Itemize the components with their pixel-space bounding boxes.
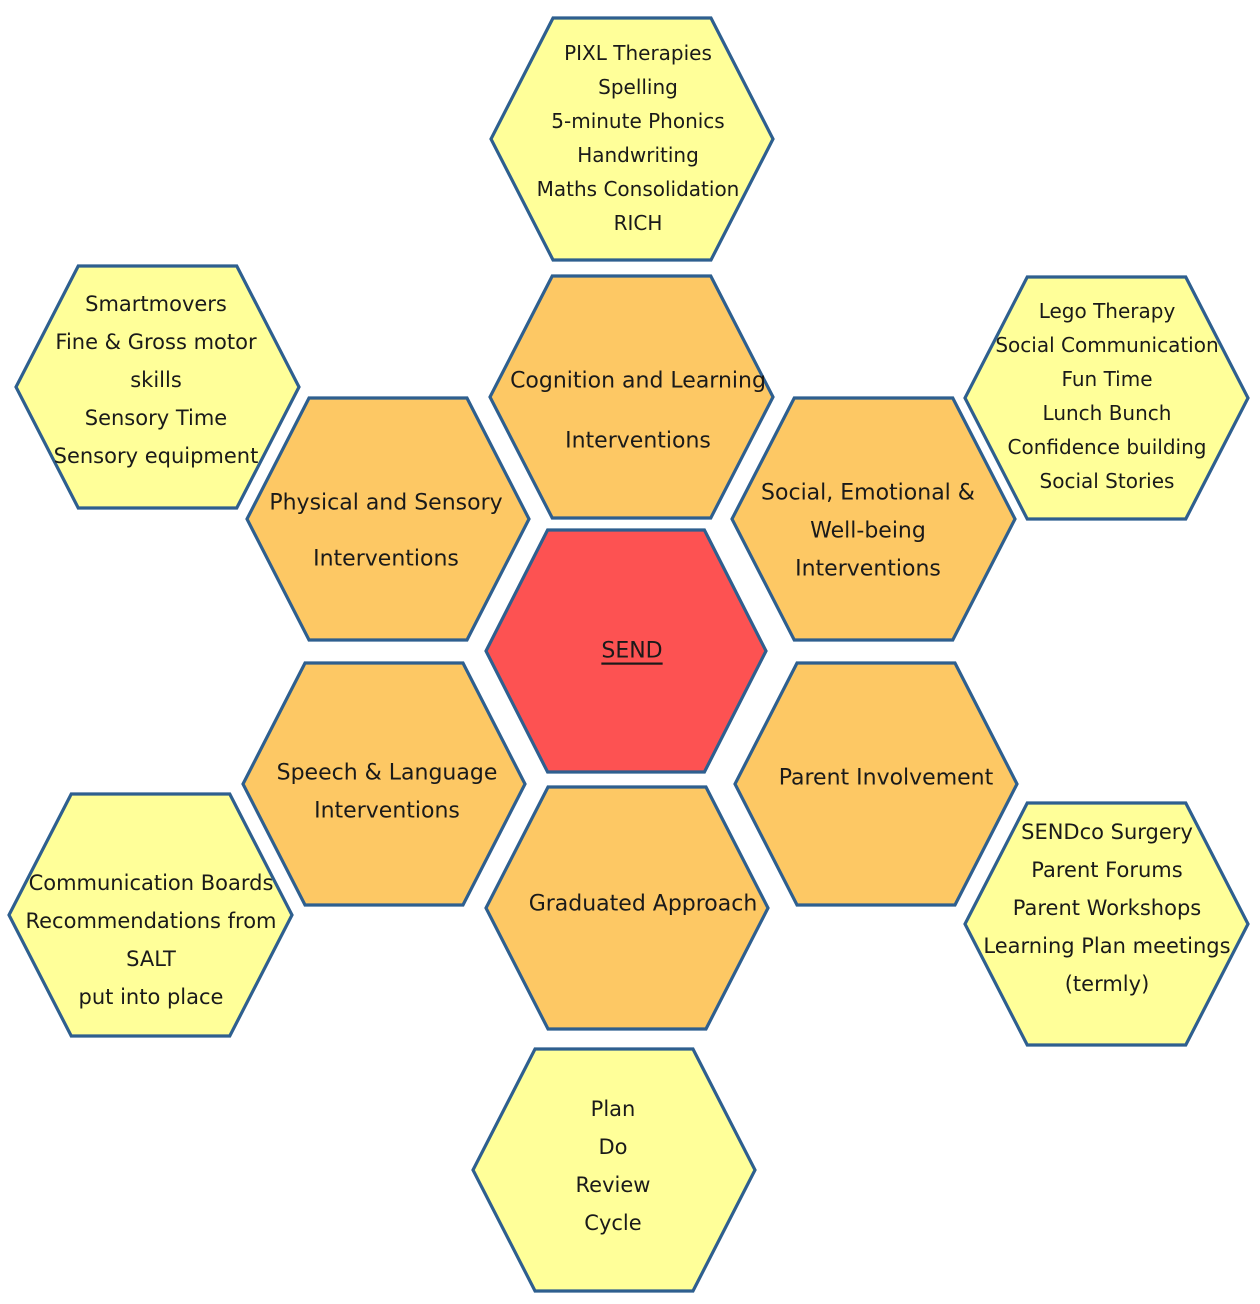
physical-details-label-line: Fine & Gross motor (55, 330, 257, 354)
cognition-details-label-line: PIXL Therapies (564, 41, 712, 65)
parent-involvement-label-line: Parent Involvement (779, 766, 994, 791)
graduated-details-shape (471, 1047, 757, 1293)
social-details-label-line: Social Stories (1040, 469, 1175, 493)
social-details-shape (963, 275, 1250, 521)
graduated-details-label-line: Plan (591, 1097, 636, 1121)
social-emotional-label-line: Well-being (810, 519, 926, 544)
parent-details-label-line: Parent Forums (1031, 858, 1182, 882)
cognition-details-label-line: Spelling (598, 75, 678, 99)
graduated-approach-label-line: Graduated Approach (529, 892, 758, 917)
social-details-label-line: Social Communication (995, 333, 1218, 357)
speech-details-label-line: Recommendations from (25, 909, 276, 933)
hexagon-parent-involvement: Parent Involvement (733, 661, 1019, 907)
parent-details-label-line: SENDco Surgery (1021, 820, 1193, 844)
send-label-line: SEND (601, 639, 662, 664)
graduated-details-label-line: Do (598, 1135, 627, 1159)
parent-involvement-shape (733, 661, 1019, 907)
physical-sensory-shape (245, 396, 531, 642)
speech-details-label-line: Communication Boards (29, 871, 274, 895)
graduated-details-label-line: Cycle (584, 1211, 641, 1235)
cognition-learning-shape (488, 274, 775, 520)
social-emotional-shape (730, 396, 1017, 642)
physical-sensory-label-line: Physical and Sensory (269, 491, 502, 516)
speech-language-label-line: Speech & Language (277, 761, 498, 786)
graduated-details-label-line: Review (576, 1173, 651, 1197)
parent-details-label-line: (termly) (1065, 972, 1150, 996)
speech-details-label-line: put into place (79, 985, 224, 1009)
cognition-details-label-line: 5-minute Phonics (551, 109, 724, 133)
speech-details-label-line: SALT (126, 947, 176, 971)
hexagon-graduated-approach: Graduated Approach (484, 785, 770, 1031)
social-emotional-label-line: Interventions (795, 557, 941, 582)
parent-details-shape (963, 801, 1250, 1047)
cognition-learning-label-line: Cognition and Learning (510, 369, 766, 394)
physical-sensory-label-line: Interventions (313, 547, 459, 572)
physical-details-shape (14, 264, 301, 510)
graduated-approach-shape (484, 785, 770, 1031)
physical-details-label-line: Sensory Time (85, 406, 227, 430)
physical-details-label-line: Smartmovers (85, 292, 227, 316)
social-details-label-line: Lunch Bunch (1043, 401, 1172, 425)
send-shape (484, 528, 768, 774)
social-details-label-line: Lego Therapy (1039, 299, 1176, 323)
cognition-details-label-line: Handwriting (577, 143, 699, 167)
parent-details-label-line: Learning Plan meetings (983, 934, 1230, 958)
hexagon-social-emotional: Social, Emotional & Well-beingInterventio… (730, 396, 1017, 642)
physical-details-label-line: Sensory equipment (54, 444, 259, 468)
cognition-details-shape (489, 16, 775, 262)
physical-details-label-line: skills (130, 368, 182, 392)
speech-language-label-line: Interventions (314, 799, 460, 824)
social-details-label-line: Confidence building (1008, 435, 1207, 459)
parent-details-label-line: Parent Workshops (1013, 896, 1201, 920)
hexagon-send: SEND (484, 528, 768, 774)
cognition-details-label-line: Maths Consolidation (537, 177, 740, 201)
social-emotional-label-line: Social, Emotional & (761, 481, 975, 506)
cognition-learning-label-line: Interventions (565, 429, 711, 454)
speech-details-shape (7, 792, 294, 1038)
speech-language-shape (241, 661, 527, 907)
social-details-label-line: Fun Time (1061, 367, 1152, 391)
cognition-details-label-line: RICH (614, 211, 663, 235)
